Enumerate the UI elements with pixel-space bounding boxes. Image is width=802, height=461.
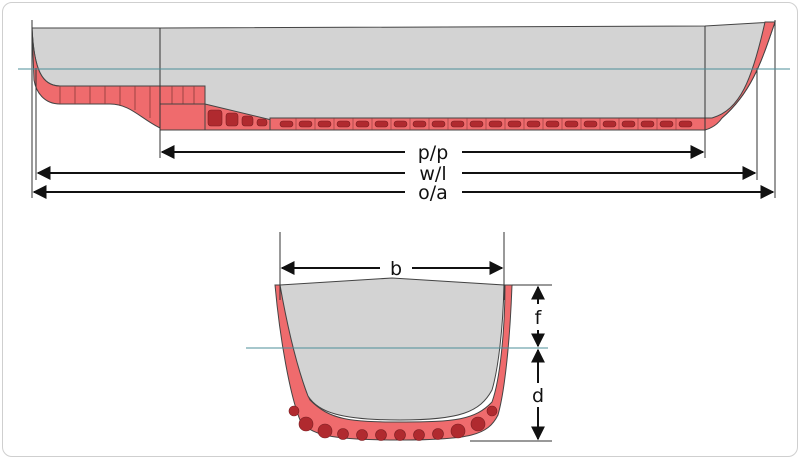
dim-oa: o/a bbox=[32, 182, 775, 204]
cross-section-view: b f d bbox=[246, 232, 552, 442]
side-bow-bilge bbox=[704, 21, 776, 131]
side-double-bottom bbox=[269, 117, 706, 131]
dim-b: b bbox=[280, 258, 504, 280]
dim-pp-label: p/p bbox=[418, 142, 449, 164]
side-double-bottom-cells bbox=[279, 120, 693, 128]
dim-f-label: f bbox=[535, 307, 543, 329]
dim-wl-label: w/l bbox=[419, 163, 446, 185]
side-double-bottom-dividers bbox=[295, 118, 677, 130]
dim-b-label: b bbox=[390, 258, 402, 280]
dim-d-label: d bbox=[532, 385, 544, 407]
section-hull-inner bbox=[279, 277, 505, 421]
side-stern-block bbox=[159, 103, 206, 131]
dim-pp: p/p bbox=[160, 142, 705, 164]
side-view: p/p w/l o/a bbox=[18, 20, 790, 204]
section-bilge-cells bbox=[288, 405, 498, 441]
dim-d: d bbox=[531, 348, 545, 441]
dim-f: f bbox=[531, 285, 545, 348]
dim-oa-label: o/a bbox=[418, 182, 448, 204]
dim-wl: w/l bbox=[36, 163, 757, 185]
side-wedge-cells bbox=[207, 109, 268, 127]
